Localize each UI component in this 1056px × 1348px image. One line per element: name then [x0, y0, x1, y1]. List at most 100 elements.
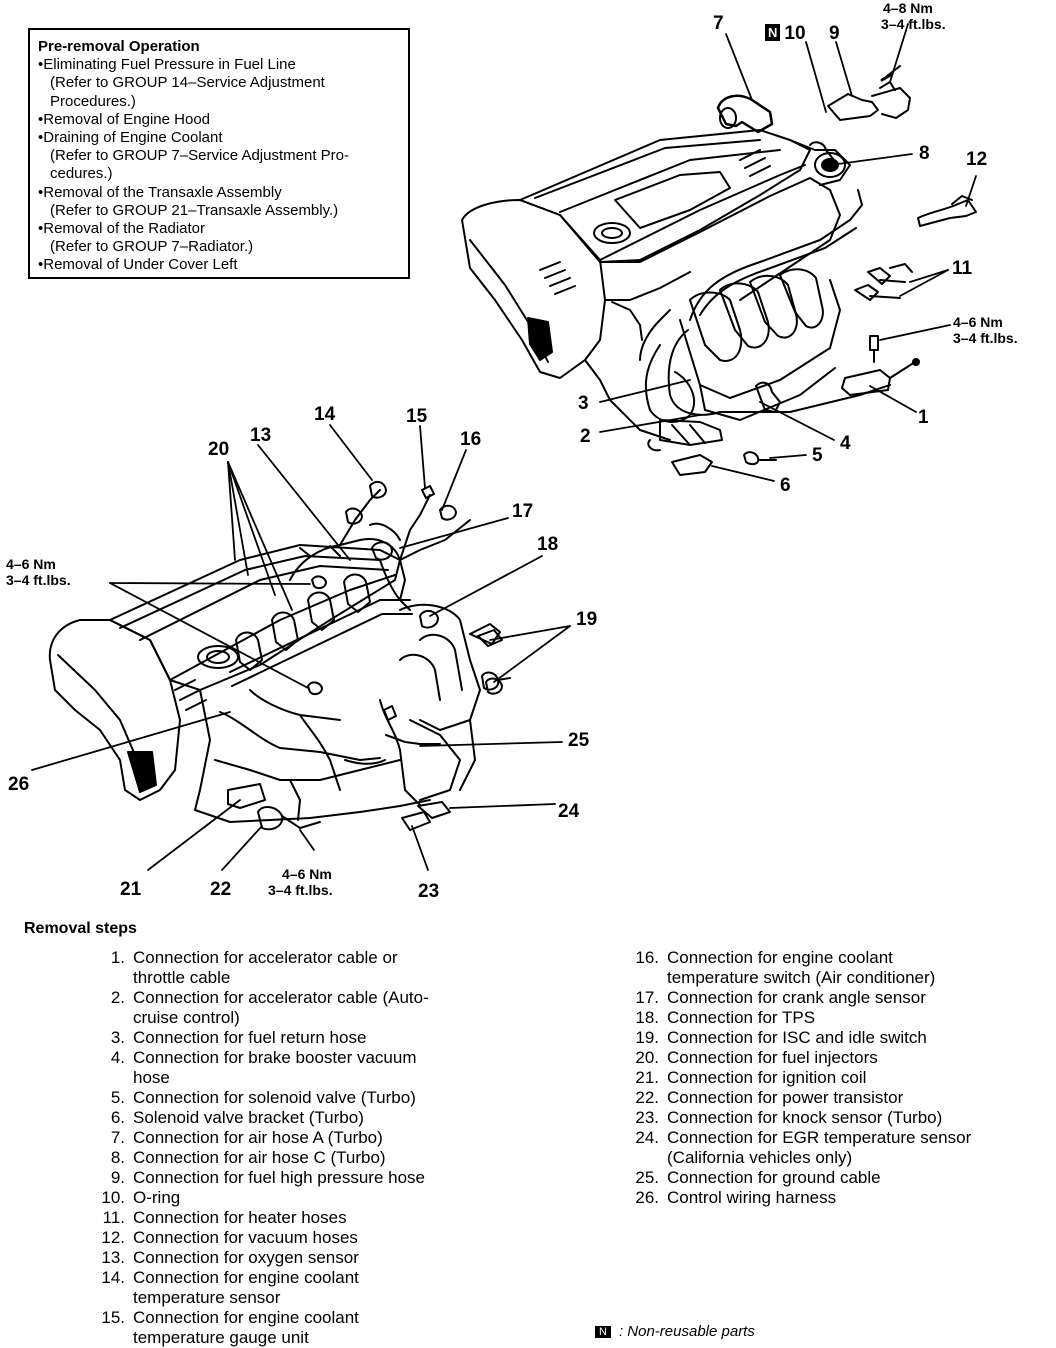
callout-22: 22 [210, 879, 232, 900]
step-number: 26. [635, 1188, 659, 1207]
step-text: Connection for accelerator cable (Auto- [133, 988, 429, 1007]
step-10: 10. O-ring [92, 1188, 429, 1208]
preop-item-3: •Draining of Engine Coolant [38, 129, 223, 147]
callout-14: 14 [314, 404, 336, 425]
step-21: 21.Connection for ignition coil [626, 1068, 971, 1088]
step-7: 7.Connection for air hose A (Turbo) [92, 1128, 429, 1148]
torque-right: 4–6 Nm 3–4 ft.lbs. [953, 314, 1018, 346]
step-number: 6. [110, 1108, 125, 1127]
torque-left: 4–6 Nm 3–4 ft.lbs. [6, 556, 71, 588]
step-8: 8.Connection for air hose C (Turbo) [92, 1148, 429, 1168]
step-text: O-ring [133, 1188, 181, 1207]
step-text-cont: temperature gauge unit [133, 1328, 309, 1347]
step-number: 22. [635, 1088, 659, 1107]
step-number: 13. [101, 1248, 125, 1267]
step-number: 24. [635, 1128, 659, 1147]
step-text: Connection for fuel high pressure hose [133, 1168, 426, 1187]
legend-text: : Non-reusable parts [618, 1323, 755, 1340]
lower-engine-drawing [48, 480, 511, 831]
step-6: 6. Solenoid valve bracket (Turbo) [92, 1108, 429, 1128]
step-23: 23. Connection for knock sensor (Turbo) [626, 1108, 971, 1128]
step-text: Connection for crank angle sensor [667, 988, 926, 1007]
step-text: Connection for accelerator cable or [133, 948, 398, 967]
step-number: 20. [635, 1048, 659, 1067]
step-number: 18. [635, 1008, 659, 1027]
torque-right-nm: 4–6 Nm [953, 314, 1003, 330]
preop-item-6: •Removal of Under Cover Left [38, 256, 238, 274]
step-number: 25. [635, 1168, 659, 1187]
step-text: Solenoid valve bracket (Turbo) [133, 1108, 364, 1127]
callout-10-number: 10 [784, 23, 806, 44]
step-text: Connection for oxygen sensor [133, 1248, 359, 1267]
step-text: Connection for engine coolant [133, 1308, 359, 1327]
step-number: 23. [635, 1108, 659, 1127]
callout-5: 5 [812, 445, 823, 466]
step-number: 17. [635, 988, 659, 1007]
non-reusable-legend: N: Non-reusable parts [595, 1323, 755, 1340]
preop-item-5-sub-1: (Refer to GROUP 7–Radiator.) [50, 238, 254, 256]
callout-3: 3 [578, 393, 589, 414]
step-25: 25.Connection for ground cable [626, 1168, 971, 1188]
step-text: Connection for air hose A (Turbo) [133, 1128, 383, 1147]
preop-item-1-sub-1: (Refer to GROUP 14–Service Adjustment [50, 74, 325, 92]
step-number: 10. [101, 1188, 125, 1207]
step-text-cont: cruise control) [133, 1008, 240, 1027]
torque-left-ftlbs: 3–4 ft.lbs. [6, 572, 71, 588]
step-number: 9. [110, 1168, 125, 1187]
torque-left-nm: 4–6 Nm [6, 556, 56, 572]
callout-11: 11 [952, 258, 973, 279]
step-text: Connection for knock sensor (Turbo) [667, 1108, 943, 1127]
step-19: 19. Connection for ISC and idle switch [626, 1028, 971, 1048]
step-text-cont: temperature sensor [133, 1288, 281, 1307]
step-text: Connection for brake booster vacuum [133, 1048, 417, 1067]
preop-item-1: •Eliminating Fuel Pressure in Fuel Line [38, 56, 296, 74]
step-24: 24.Connection for EGR temperature sensor… [626, 1128, 971, 1168]
pre-removal-title: Pre-removal Operation [38, 38, 200, 55]
step-number: 19. [635, 1028, 659, 1047]
step-number: 15. [101, 1308, 125, 1327]
callout-16: 16 [460, 429, 482, 450]
step-text: Connection for vacuum hoses [133, 1228, 358, 1247]
preop-item-3-sub-2: cedures.) [50, 165, 113, 183]
step-12: 12.Connection for vacuum hoses [92, 1228, 429, 1248]
step-text-cont: temperature switch (Air conditioner) [667, 968, 936, 987]
step-9: 9. Connection for fuel high pressure hose [92, 1168, 429, 1188]
step-13: 13. Connection for oxygen sensor [92, 1248, 429, 1268]
step-2: 2.Connection for accelerator cable (Auto… [92, 988, 429, 1028]
torque-top: 4–8 Nm 3–4 ft.lbs. [881, 0, 946, 32]
step-number: 4. [110, 1048, 125, 1067]
step-text: Connection for fuel injectors [667, 1048, 878, 1067]
step-text: Connection for ignition coil [667, 1068, 867, 1087]
step-text: Connection for heater hoses [133, 1208, 347, 1227]
torque-bottom-nm: 4–6 Nm [282, 866, 332, 882]
step-number: 14. [101, 1268, 125, 1287]
step-text: Connection for ISC and idle switch [667, 1028, 927, 1047]
torque-top-nm: 4–8 Nm [883, 0, 933, 16]
callout-23: 23 [418, 881, 440, 902]
step-number: 11. [102, 1208, 125, 1227]
step-number: 1. [110, 948, 125, 967]
step-text-cont: hose [133, 1068, 170, 1087]
callout-12: 12 [966, 149, 988, 170]
preop-item-1-sub-2: Procedures.) [50, 92, 136, 110]
torque-right-ftlbs: 3–4 ft.lbs. [953, 330, 1018, 346]
step-text: Connection for air hose C (Turbo) [133, 1148, 386, 1167]
upper-leader-lines [599, 23, 977, 482]
step-text: Connection for engine coolant [667, 948, 893, 967]
step-11: 11. Connection for heater hoses [92, 1208, 429, 1228]
step-text: Connection for TPS [667, 1008, 816, 1027]
step-number: 5. [110, 1088, 125, 1107]
callout-21: 21 [120, 879, 142, 900]
callout-4: 4 [840, 433, 851, 454]
step-number: 16. [635, 948, 659, 967]
step-20: 20. Connection for fuel injectors [626, 1048, 971, 1068]
step-26: 26.Control wiring harness [626, 1188, 971, 1208]
